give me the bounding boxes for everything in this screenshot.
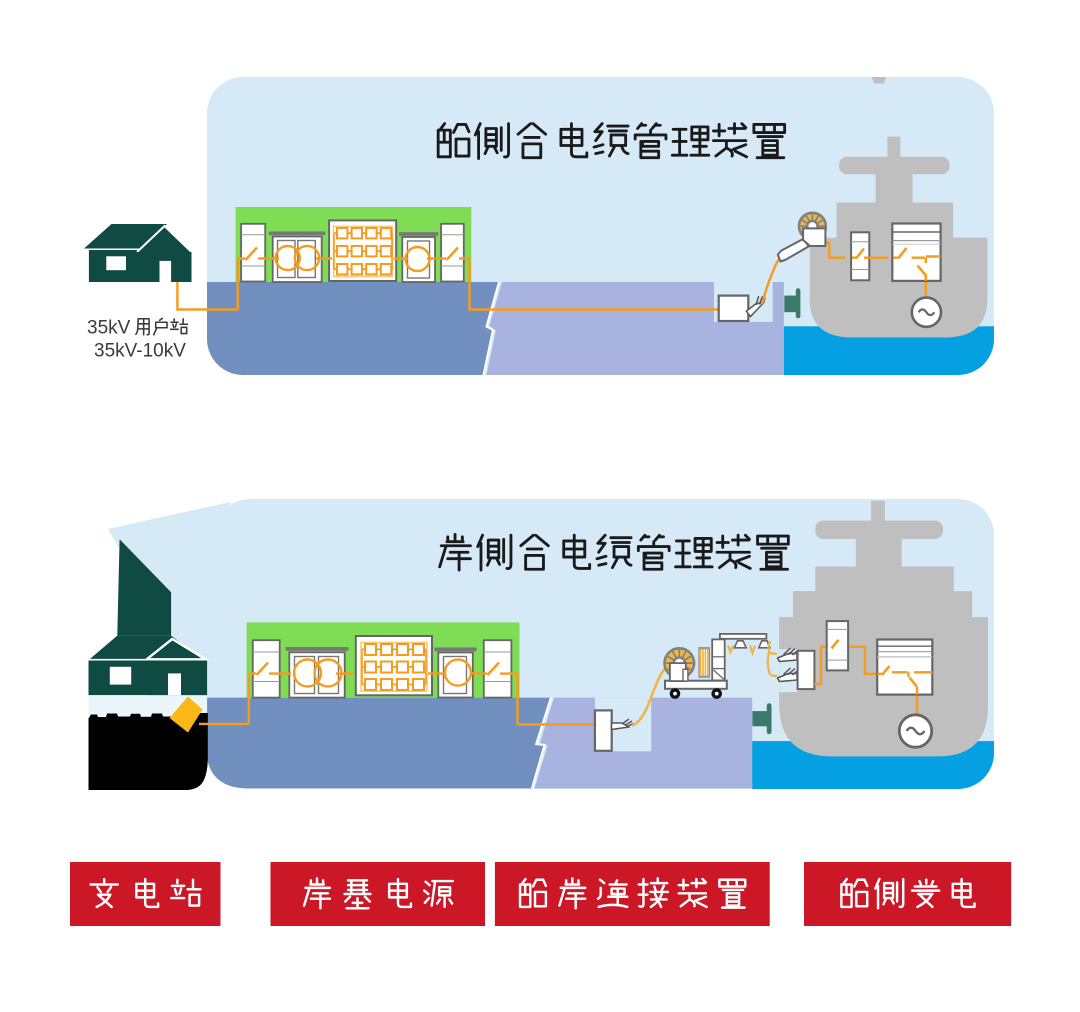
svg-text:35kV: 35kV [87,318,131,339]
svg-text:35kV-10kV: 35kV-10kV [94,341,186,362]
